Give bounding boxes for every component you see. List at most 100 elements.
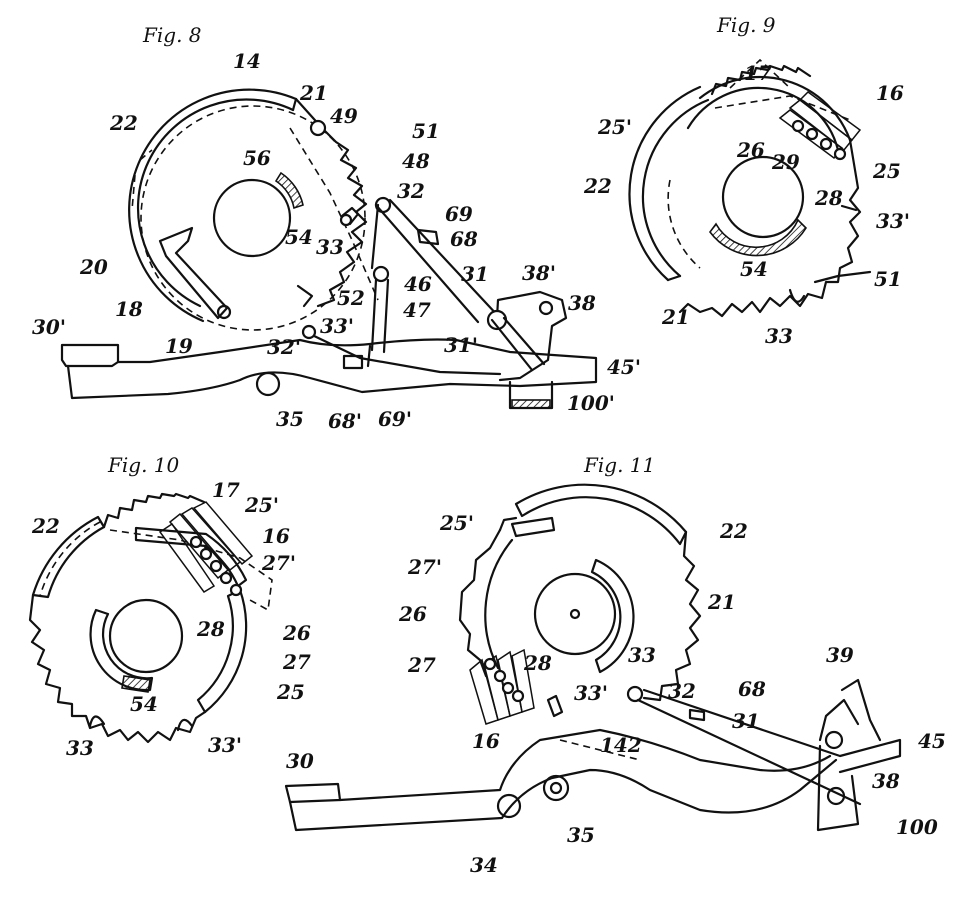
pin-46 (372, 265, 390, 283)
label: 33' (208, 733, 242, 757)
label: 45' (607, 355, 641, 379)
label: 27 (407, 653, 436, 677)
label: 56 (243, 146, 271, 170)
label: 28 (523, 651, 552, 675)
pivot-19 (216, 304, 232, 320)
pawls-16 (778, 91, 862, 161)
label: 19 (165, 334, 193, 358)
label: 21 (707, 590, 736, 614)
label: 68 (450, 227, 478, 251)
label: 18 (115, 297, 143, 321)
label: 35 (276, 407, 304, 431)
figure-8: Fig. 8 (32, 23, 641, 433)
label: 25' (244, 493, 279, 517)
label: 33' (876, 209, 910, 233)
figure-8-title: Fig. 8 (142, 23, 202, 47)
label: 33 (628, 643, 656, 667)
label: 29 (771, 150, 800, 174)
hub (108, 598, 184, 674)
arc-hub-right (590, 558, 635, 674)
toothed-edge-21 (642, 530, 702, 702)
hatched-arc-54 (709, 218, 808, 257)
plate-100 (816, 744, 860, 832)
arc-25 (196, 588, 248, 714)
button-30-prime (60, 343, 120, 368)
label: 28 (196, 617, 225, 641)
teeth-17 (102, 492, 206, 529)
label: 30 (286, 749, 314, 773)
figure-10: Fig. 10 17 25' (28, 453, 311, 760)
ring-22 (628, 85, 702, 282)
label: 69' (378, 407, 412, 431)
label: 17 (212, 478, 240, 502)
pawls-16 (469, 648, 535, 725)
label: 68' (328, 409, 362, 433)
label: 31 (732, 709, 760, 733)
label: 22 (109, 111, 138, 135)
label: 25 (276, 680, 305, 704)
pivot-34 (496, 793, 522, 819)
label: 33 (316, 235, 344, 259)
label: 17 (744, 61, 772, 85)
label: 21 (661, 305, 690, 329)
lever-31 (374, 198, 502, 324)
label: 27 (282, 650, 311, 674)
block-68 (416, 228, 440, 246)
pawl-18 (158, 226, 229, 320)
label: 54 (740, 257, 768, 281)
link-47 (370, 278, 390, 354)
label: 38' (522, 261, 556, 285)
block-68 (688, 708, 706, 722)
label: 35 (567, 823, 595, 847)
hatched-arc-56 (274, 171, 304, 210)
label: 51 (874, 267, 902, 291)
toothed-edge (28, 593, 207, 744)
label: 28 (814, 186, 843, 210)
pitch-circle (140, 105, 366, 331)
label: 20 (79, 255, 108, 279)
label: 32 (397, 179, 425, 203)
label: 38 (568, 291, 596, 315)
hub (533, 572, 617, 656)
lever-31 (636, 688, 902, 806)
label: 26 (282, 621, 311, 645)
label: 25' (439, 511, 474, 535)
label: 30' (32, 315, 66, 339)
figure-11: Fig. 11 (284, 453, 946, 877)
button-30 (284, 782, 342, 804)
label: 54 (285, 225, 313, 249)
label: 33 (66, 736, 94, 760)
label: 22 (719, 519, 748, 543)
label: 32' (267, 335, 301, 359)
label: 69 (445, 202, 473, 226)
hatched-54 (121, 675, 151, 693)
label: 25' (597, 115, 632, 139)
hub (721, 155, 805, 239)
hatched-stop-100-prime (511, 399, 551, 409)
label: 31' (444, 333, 478, 357)
pin-38 (824, 730, 844, 750)
label: 26 (398, 602, 427, 626)
label: 54 (130, 692, 158, 716)
label: 33' (320, 314, 354, 338)
body-26 (458, 528, 502, 678)
label: 26 (736, 138, 765, 162)
teeth-17 (710, 64, 812, 96)
figure-10-title: Fig. 10 (107, 453, 180, 477)
label: 68 (738, 677, 766, 701)
ring-22-inner-edge (136, 98, 295, 308)
label: 100 (896, 815, 938, 839)
label: 39 (826, 643, 854, 667)
pivot-35 (255, 371, 281, 397)
label: 16 (876, 81, 904, 105)
pin-49 (309, 119, 327, 137)
label: 45 (918, 729, 946, 753)
figure-11-title: Fig. 11 (583, 453, 655, 477)
label: 34 (470, 853, 498, 877)
label: 47 (403, 298, 431, 322)
label: 46 (404, 272, 432, 296)
label: 51 (412, 119, 440, 143)
block-68-prime (342, 354, 364, 370)
